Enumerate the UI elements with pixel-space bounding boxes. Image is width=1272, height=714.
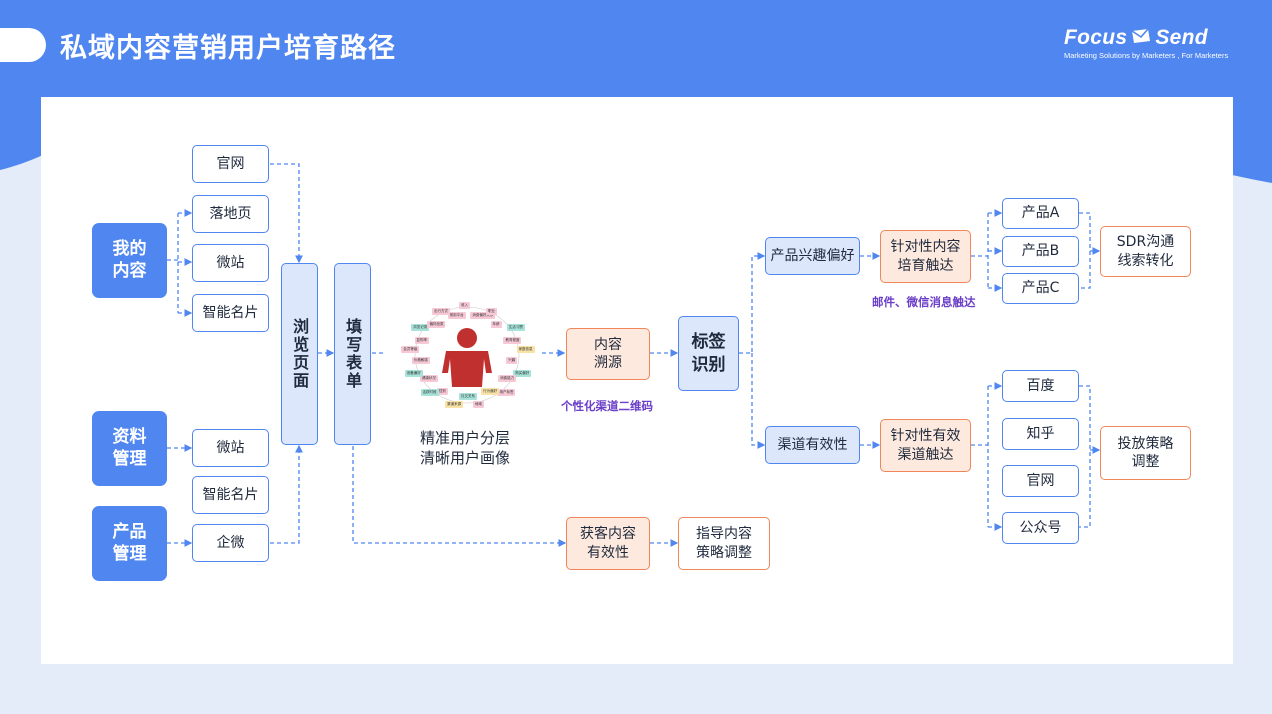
persona-tag: 渠道来源 — [445, 400, 464, 408]
persona-tag: 消费能力 — [498, 375, 517, 383]
persona-tag: 职业 — [485, 307, 497, 315]
envelope-icon — [1130, 26, 1152, 50]
product-a-box[interactable]: 产品A — [1002, 198, 1079, 229]
products-box[interactable]: 产品 管理 — [92, 506, 167, 581]
fill-form-box[interactable]: 填写表单 — [334, 263, 371, 445]
qrcode-note: 个性化渠道二维码 — [561, 399, 653, 413]
persona-tag: 家庭信息 — [516, 345, 535, 353]
email-wechat-note: 邮件、微信消息触达 — [872, 295, 976, 309]
sdr-conversion-box[interactable]: SDR沟通 线索转化 — [1100, 226, 1191, 277]
persona-tag: 价格敏感 — [411, 356, 430, 364]
media-official-site-box[interactable]: 官网 — [1002, 465, 1079, 497]
media-zhihu-box[interactable]: 知乎 — [1002, 418, 1079, 450]
persona-tag: 健康状况 — [419, 375, 438, 383]
logo-subtitle: Marketing Solutions by Marketers , For M… — [1064, 51, 1229, 60]
persona-tag: 消费偏好关系 — [470, 312, 496, 320]
targeted-nurture-box[interactable]: 针对性内容 培育触达 — [880, 230, 971, 283]
persona-tag: 地域 — [472, 400, 484, 408]
page-title: 私域内容营销用户培育路径 — [60, 33, 396, 64]
persona-tag: 设备偏好 — [404, 369, 423, 377]
product-b-box[interactable]: 产品B — [1002, 236, 1079, 267]
tag-recognition-box[interactable]: 标签 识别 — [678, 316, 739, 391]
acquisition-effectiveness-box[interactable]: 获客内容 有效性 — [566, 517, 650, 570]
focussend-logo: Focus Send Marketing Solutions by Market… — [1064, 26, 1228, 60]
browse-page-box[interactable]: 浏览页面 — [281, 263, 318, 445]
targeted-channel-reach-box[interactable]: 针对性有效 渠道触达 — [880, 419, 971, 472]
product-interest-box[interactable]: 产品兴趣偏好 — [765, 237, 860, 275]
title-pill-decoration — [0, 28, 46, 62]
persona-caption: 精准用户分层 清晰用户画像 — [419, 429, 510, 468]
persona-tag: 社交关系 — [459, 393, 477, 400]
channel-official-site[interactable]: 官网 — [192, 145, 269, 183]
persona-tag: 偏好品类 — [427, 321, 446, 329]
persona-tag: 行为偏好 — [481, 388, 500, 396]
persona-tag: 复购率 — [414, 337, 430, 345]
channel-effectiveness-box[interactable]: 渠道有效性 — [765, 426, 860, 464]
ad-strategy-adjust-box[interactable]: 投放策略 调整 — [1100, 426, 1191, 480]
channel-microsite-2[interactable]: 微站 — [192, 429, 269, 467]
channel-landing-page[interactable]: 落地页 — [192, 195, 269, 233]
persona-tag: 常用平台 — [447, 312, 466, 320]
my-content-box[interactable]: 我的 内容 — [92, 223, 167, 298]
persona-cluster: 收入消费偏好关系职业年龄生活习惯教育程度家庭信息兴趣购买偏好消费能力用户标签行为… — [390, 295, 545, 415]
persona-tag: 用户标签 — [497, 389, 516, 397]
persona-tag: 年龄 — [490, 321, 502, 329]
logo-text-right: Send — [1155, 26, 1208, 49]
persona-tag: 生活习惯 — [506, 323, 525, 331]
guide-strategy-box[interactable]: 指导内容 策略调整 — [678, 517, 770, 570]
product-c-box[interactable]: 产品C — [1002, 273, 1079, 304]
persona-tag: 教育程度 — [503, 337, 522, 345]
persona-tag: 购买偏好 — [513, 369, 532, 377]
user-person-icon — [442, 328, 492, 387]
persona-tag: 活跃时段 — [420, 389, 439, 397]
persona-tag: 兴趣 — [506, 356, 518, 364]
persona-tag: 收入 — [459, 302, 470, 309]
materials-box[interactable]: 资料 管理 — [92, 411, 167, 486]
logo-text-left: Focus — [1064, 26, 1128, 49]
persona-tag: 会员等级 — [401, 345, 420, 353]
media-baidu-box[interactable]: 百度 — [1002, 370, 1079, 402]
persona-tag: 出行方式 — [432, 307, 451, 315]
media-wechat-official-box[interactable]: 公众号 — [1002, 512, 1079, 544]
persona-tag: 性别 — [436, 388, 448, 396]
persona-tag: 浏览记录 — [411, 323, 430, 331]
channel-wecom[interactable]: 企微 — [192, 524, 269, 562]
content-trace-box[interactable]: 内容 溯源 — [566, 328, 650, 380]
channel-microsite[interactable]: 微站 — [192, 244, 269, 282]
channel-smart-card-2[interactable]: 智能名片 — [192, 476, 269, 514]
channel-smart-card[interactable]: 智能名片 — [192, 294, 269, 332]
